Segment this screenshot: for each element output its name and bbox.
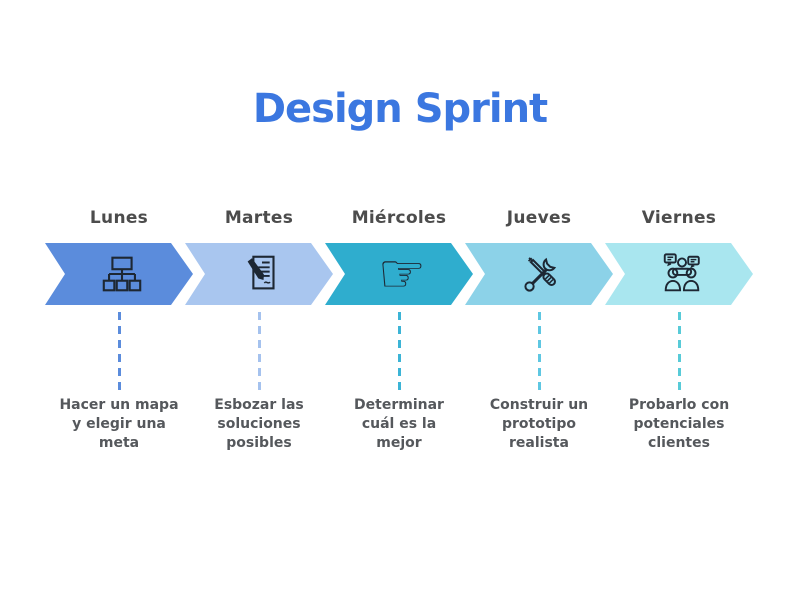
arrow-miercoles: ☞ — [325, 243, 473, 305]
arrow-lunes — [45, 243, 193, 305]
day-column-viernes: Viernes — [605, 0, 753, 600]
tools-icon — [518, 250, 566, 298]
day-column-miercoles: Miércoles ☞ Determinar cuál es la mejor — [325, 0, 473, 600]
dashed-connector-jueves — [537, 312, 541, 392]
people-chat-icon — [658, 250, 706, 298]
day-label-miercoles: Miércoles — [351, 208, 447, 228]
day-description-jueves: Construir un prototipo realista — [489, 397, 589, 451]
dashed-connector-lunes — [117, 312, 121, 392]
arrow-martes — [185, 243, 333, 305]
day-label-viernes: Viernes — [641, 208, 717, 228]
page-title: Design Sprint — [252, 86, 548, 132]
dashed-connector-miercoles — [397, 312, 401, 392]
day-label-martes: Martes — [224, 208, 294, 228]
document-pen-icon — [238, 250, 286, 298]
day-column-jueves: Jueves Construir un prototipo realista — [465, 0, 613, 600]
day-description-martes: Esbozar las soluciones posibles — [214, 397, 304, 451]
day-description-lunes: Hacer un mapa y elegir una meta — [59, 397, 179, 451]
dashed-connector-martes — [257, 312, 261, 392]
day-label-lunes: Lunes — [89, 208, 149, 228]
org-chart-icon — [98, 250, 146, 298]
day-column-martes: Martes Esbozar las soluciones posibles — [185, 0, 333, 600]
pointing-hand-icon: ☞ — [377, 242, 427, 305]
day-column-lunes: Lunes Hacer un mapa y elegir una meta — [45, 0, 193, 600]
arrow-viernes — [605, 243, 753, 305]
dashed-connector-viernes — [677, 312, 681, 392]
day-label-jueves: Jueves — [506, 208, 572, 228]
day-description-miercoles: Determinar cuál es la mejor — [354, 397, 444, 451]
day-description-viernes: Probarlo con potenciales clientes — [628, 397, 730, 451]
arrow-jueves — [465, 243, 613, 305]
